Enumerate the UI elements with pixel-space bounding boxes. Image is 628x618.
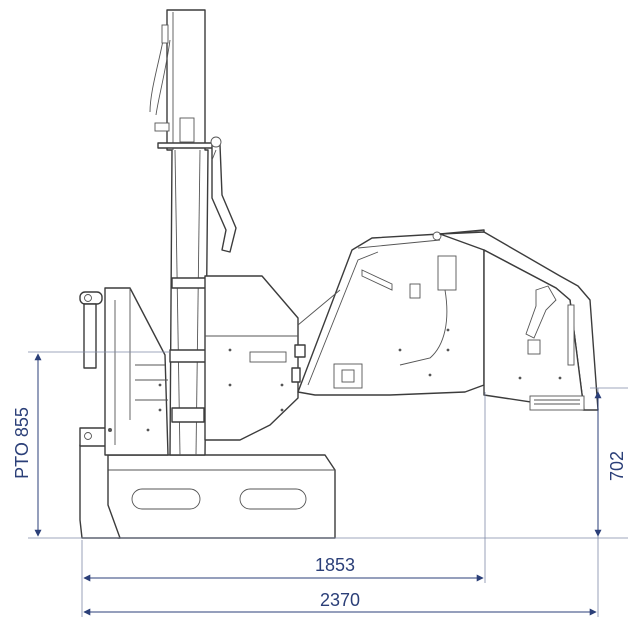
control-bar: [525, 285, 557, 339]
flywheel-housing: [104, 287, 169, 456]
deflector-lever: [211, 144, 237, 253]
dimension-lines: [28, 351, 628, 617]
base-slot-right: [239, 488, 307, 510]
dimension-label-1853: 1853: [315, 555, 355, 575]
wood-chipper-outline: [79, 9, 599, 539]
hitch-pin: [83, 303, 97, 369]
chute-clamp-plate: [157, 142, 219, 149]
dimension-label-2370: 2370: [320, 590, 360, 610]
dimension-label-pto: PTO 855: [12, 407, 32, 479]
base-slot-left: [131, 488, 201, 510]
drive-access-slot: [249, 351, 287, 363]
dimension-label-702: 702: [607, 451, 627, 481]
foot-step: [529, 395, 585, 411]
infeed-hopper: [297, 229, 485, 396]
